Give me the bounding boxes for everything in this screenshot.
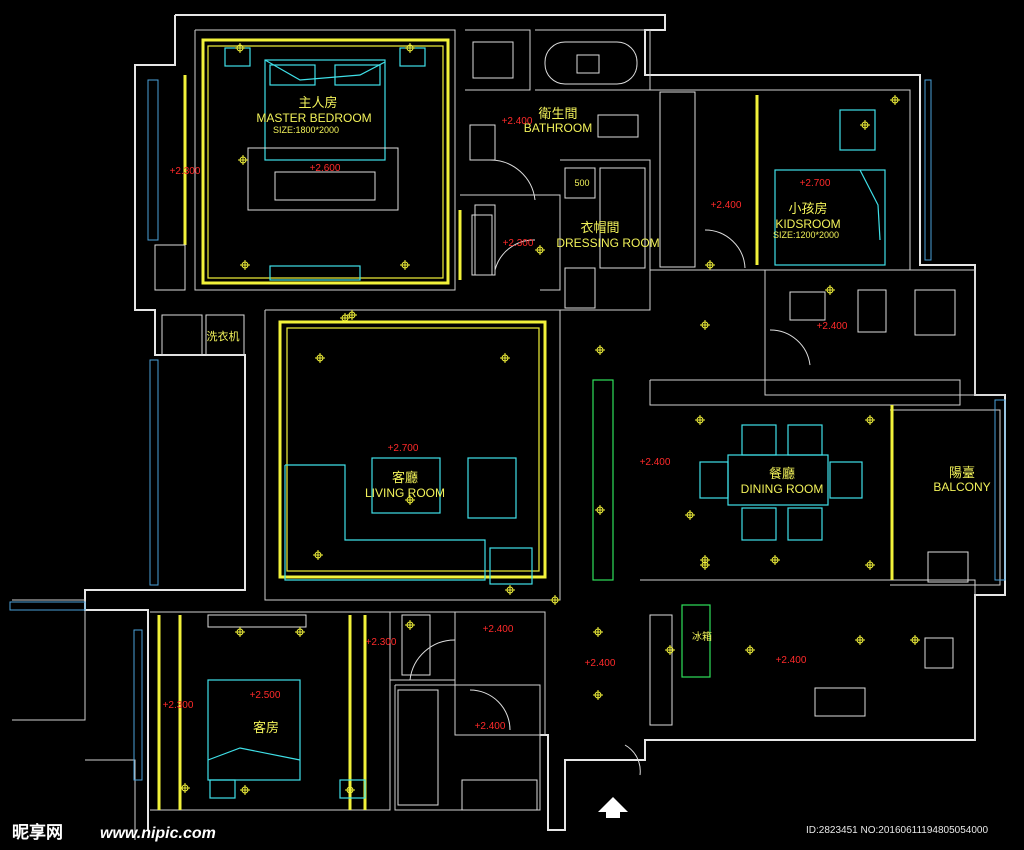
watermark: 昵享网 www.nipic.com ID:2823451 NO:20160611… [12,822,988,843]
balcony-en: BALCONY [933,480,990,494]
dressing-room-en: DRESSING ROOM [556,236,659,250]
elevation-label: +2.600 [310,163,341,174]
north-arrow-icon [598,797,628,818]
kids-room-size: SIZE:1200*2000 [773,230,839,240]
elevation-label: +2.300 [163,700,194,711]
dining-room-en: DINING ROOM [741,482,824,496]
master-bedroom-size: SIZE:1800*2000 [273,125,339,135]
bathroom-en: BATHROOM [524,121,592,135]
elevation-label: +2.700 [800,178,831,189]
dressing-dim: 500 [574,178,589,188]
laundry-cn: 洗衣机 [207,329,240,343]
room-labels: 主人房 MASTER BEDROOM SIZE:1800*2000 衛生間 BA… [207,95,991,736]
elevation-label: +2.400 [640,457,671,468]
elevation-label: +2.400 [817,321,848,332]
watermark-id: ID:2823451 NO:20160611194805054000 [806,825,988,836]
living-room-cn: 客廳 [392,470,418,486]
watermark-logo: 昵享网 [12,822,63,843]
ceiling-lamp-icon [180,43,920,795]
master-bedroom-cn: 主人房 [298,95,337,111]
elevation-label: +2.300 [170,166,201,177]
kids-room-cn: 小孩房 [788,201,827,217]
elevation-label: +2.700 [388,443,419,454]
elevation-label: +2.400 [585,658,616,669]
kitchen-tag: 冰箱 [692,630,712,643]
elevation-label: +2.300 [503,238,534,249]
elevation-label: +2.400 [475,721,506,732]
living-room-en: LIVING ROOM [365,486,445,500]
dressing-room-cn: 衣帽間 [580,220,619,236]
master-bedroom-en: MASTER BEDROOM [256,111,371,125]
watermark-url: www.nipic.com [100,825,216,842]
guest-room-cn: 客房 [253,720,279,736]
elevation-label: +2.400 [483,624,514,635]
kids-room-en: KIDSROOM [775,217,840,231]
elevation-label: +2.400 [776,655,807,666]
doors [409,159,811,776]
walls [12,14,1006,840]
dining-room-cn: 餐廳 [769,466,795,482]
elevation-label: +2.400 [502,116,533,127]
elevation-marks: +2.300 +2.600 +2.400 +2.300 +2.700 +2.40… [163,116,848,732]
elevation-label: +2.400 [711,200,742,211]
bathroom-cn: 衛生間 [538,107,577,122]
windows [9,79,1006,781]
elevation-label: +2.300 [366,637,397,648]
elevation-label: +2.500 [250,690,281,701]
room-boundaries [157,38,894,810]
balcony-cn: 陽臺 [949,466,975,481]
furniture [154,41,969,811]
